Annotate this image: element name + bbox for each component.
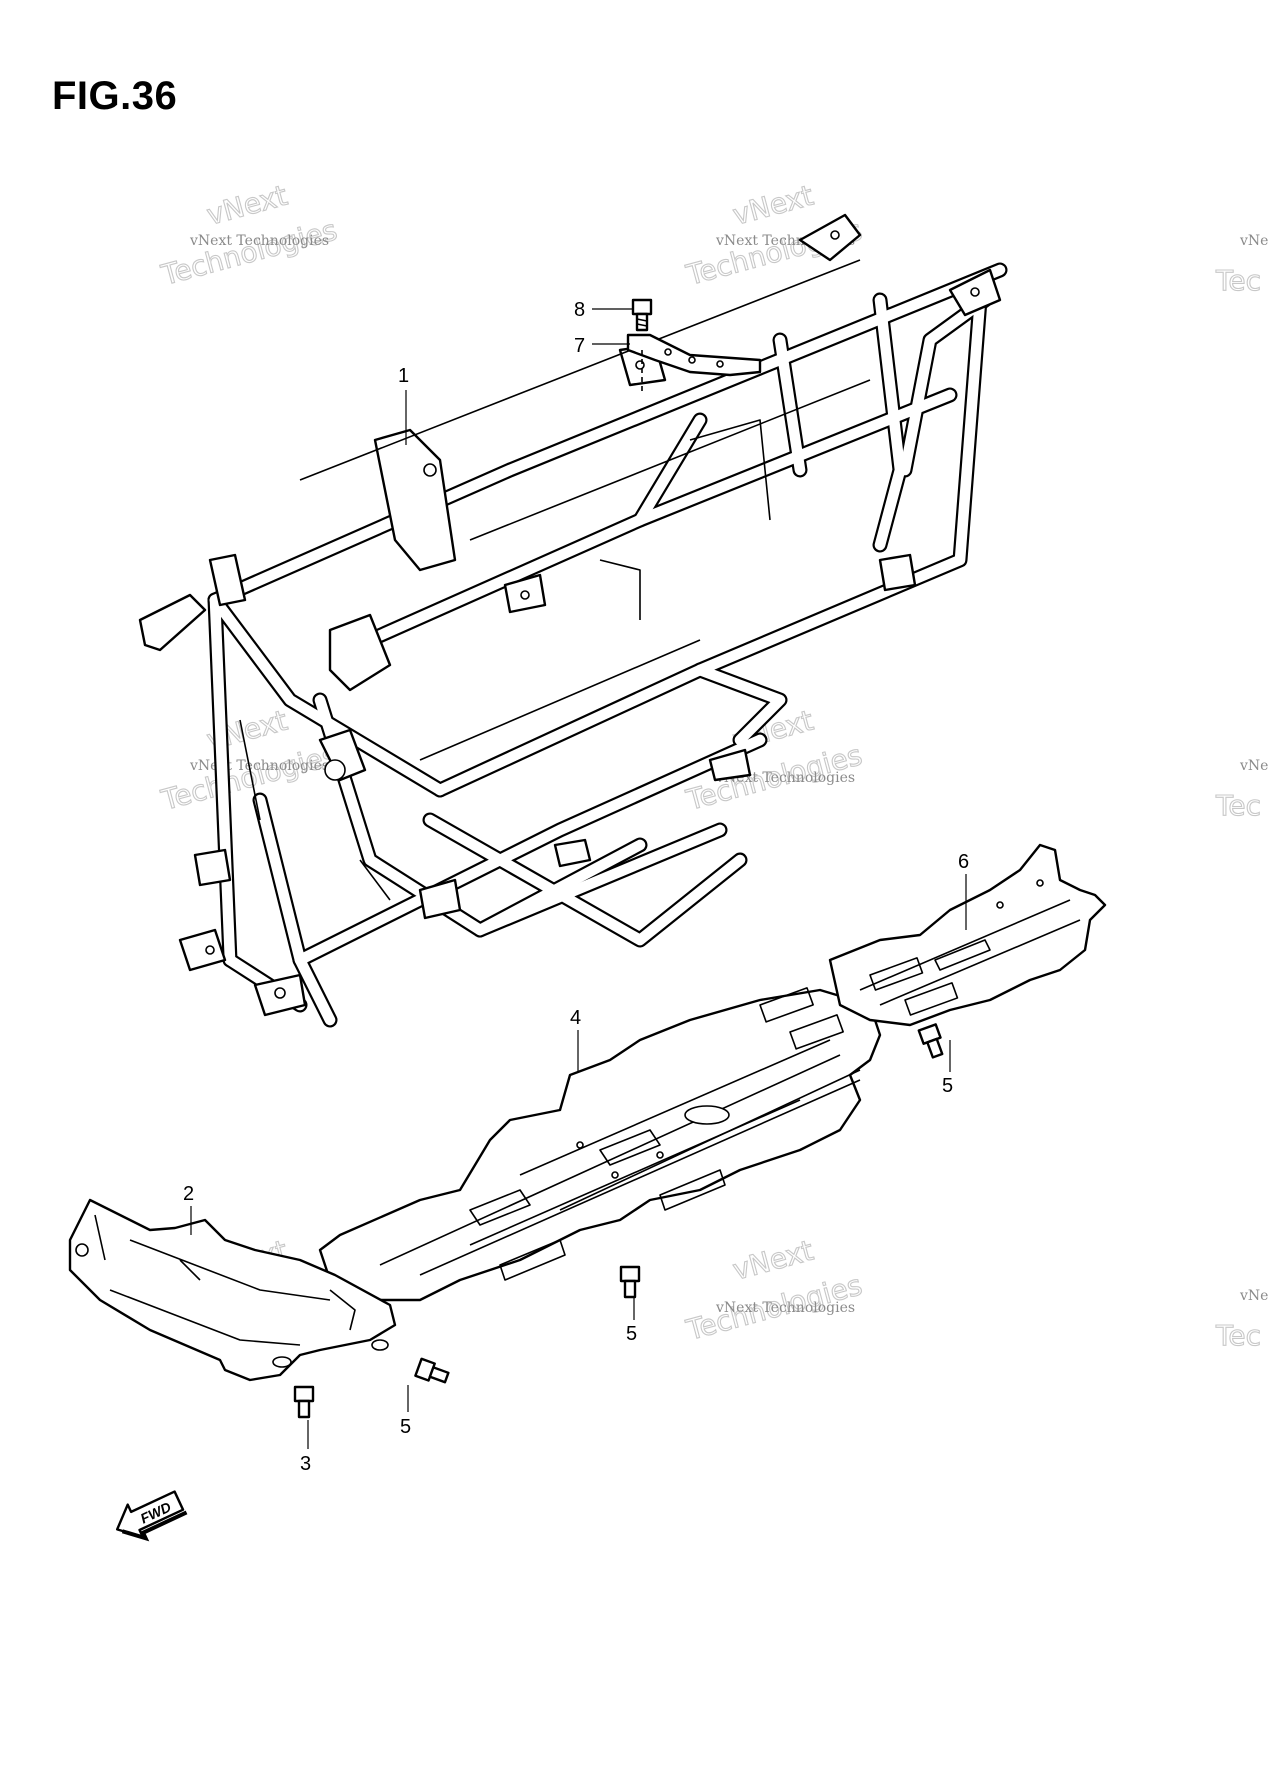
forward-arrow-icon: FWD	[115, 1490, 188, 1542]
bolt-icon	[414, 1357, 450, 1384]
watermark-big-word: vNext	[729, 1234, 817, 1287]
watermark-big-word: Technologies	[157, 213, 340, 292]
watermark-bottom-center: vNext Technologies vNext Technologies	[682, 1233, 866, 1347]
bolt-icon	[917, 1023, 944, 1059]
frame-brackets	[138, 213, 1002, 1017]
watermark-big-partial: Tec	[1215, 264, 1261, 297]
watermark-text: vNext Technologies	[189, 758, 329, 774]
callout-label: 3	[300, 1453, 311, 1475]
callout-1: 1	[398, 365, 409, 445]
frame-detail-lines	[239, 259, 871, 901]
front-skid-plate-icon	[68, 1198, 397, 1382]
callout-4: 4	[570, 1007, 581, 1072]
watermark-top-left: vNext Technologies vNext Technologies	[157, 178, 341, 292]
callout-label: 7	[574, 335, 585, 357]
watermark-text: vNext Technologies	[189, 233, 329, 249]
rear-skid-plate-icon	[828, 843, 1107, 1027]
bolt-icon	[293, 1385, 315, 1419]
frame-tubes-inner	[209, 264, 1006, 1026]
watermark-text: vNext Technologies	[715, 1300, 855, 1316]
watermark-big-word: vNext	[203, 179, 291, 232]
callout-5-rear: 5	[942, 1040, 953, 1097]
watermark-big-word: Technologies	[157, 738, 340, 817]
callout-label: 8	[574, 299, 585, 321]
center-skid-plate-icon	[318, 987, 882, 1302]
callout-label: 4	[570, 1007, 581, 1029]
callout-2: 2	[183, 1183, 194, 1235]
watermark-text-partial: vNe	[1239, 758, 1268, 774]
bolt-icon	[631, 298, 653, 332]
bolt-icon	[619, 1265, 641, 1299]
callout-label: 5	[400, 1416, 411, 1438]
callout-6: 6	[958, 851, 969, 930]
watermark-big-partial: Tec	[1215, 1319, 1261, 1352]
frame-icon	[138, 213, 1008, 1028]
watermark-big-partial: Tec	[1215, 789, 1261, 822]
watermark-text-partial: vNe	[1239, 233, 1268, 249]
watermark-right-edge: vNe Tec vNe Tec vNe Tec	[1214, 233, 1268, 1353]
callout-5-front: 5	[400, 1385, 411, 1438]
callout-label: 5	[942, 1075, 953, 1097]
callout-8: 8	[574, 299, 632, 321]
watermark-text-partial: vNe	[1239, 1288, 1268, 1304]
callout-7: 7	[574, 335, 630, 357]
figure-title: FIG.36	[52, 74, 178, 118]
callout-label: 1	[398, 365, 409, 387]
callout-label: 5	[626, 1323, 637, 1345]
callout-5-center: 5	[626, 1298, 637, 1345]
watermark-big-word: vNext	[729, 179, 817, 232]
callout-3: 3	[300, 1420, 311, 1475]
bracket-icon	[626, 333, 762, 395]
callout-label: 2	[183, 1183, 194, 1205]
callout-label: 6	[958, 851, 969, 873]
